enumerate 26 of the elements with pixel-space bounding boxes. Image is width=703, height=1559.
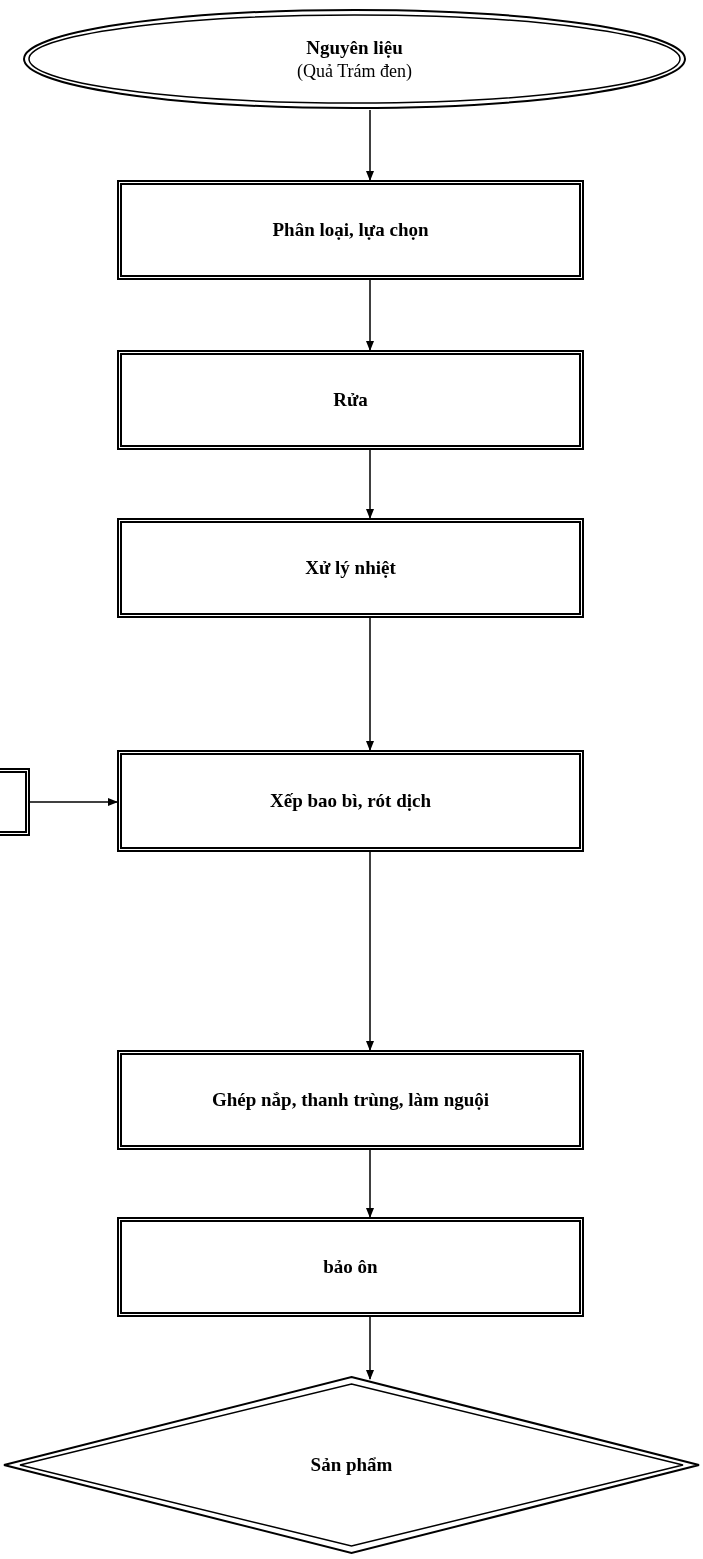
node-title: Xếp bao bì, rót dịch — [269, 789, 432, 813]
arrow — [366, 1149, 374, 1218]
node-title: Nguyên liệu — [305, 35, 404, 60]
arrow — [366, 851, 374, 1051]
arrow — [366, 279, 374, 351]
arrow — [366, 1316, 374, 1380]
arrow — [366, 617, 374, 751]
arrow — [29, 798, 118, 806]
node-title: Sản phẩm — [309, 1453, 394, 1477]
process-box — [117, 180, 584, 280]
process-box — [117, 1050, 584, 1150]
node-title: Ghép nắp, thanh trùng, làm nguội — [210, 1088, 491, 1112]
node-title: Phân loại, lựa chọn — [271, 218, 430, 242]
arrow — [366, 109, 374, 181]
empty-box — [0, 768, 30, 836]
node-title: Xử lý nhiệt — [304, 556, 397, 580]
node-subtitle: (Quả Trám đen) — [296, 59, 413, 83]
process-box — [117, 1217, 584, 1317]
start-ellipse — [22, 8, 687, 110]
arrow — [366, 449, 374, 519]
end-diamond — [2, 1375, 701, 1555]
process-box — [117, 518, 584, 618]
process-box — [117, 350, 584, 450]
node-title: bảo ôn — [322, 1255, 379, 1279]
node-title: Rửa — [332, 388, 369, 412]
process-box — [117, 750, 584, 852]
